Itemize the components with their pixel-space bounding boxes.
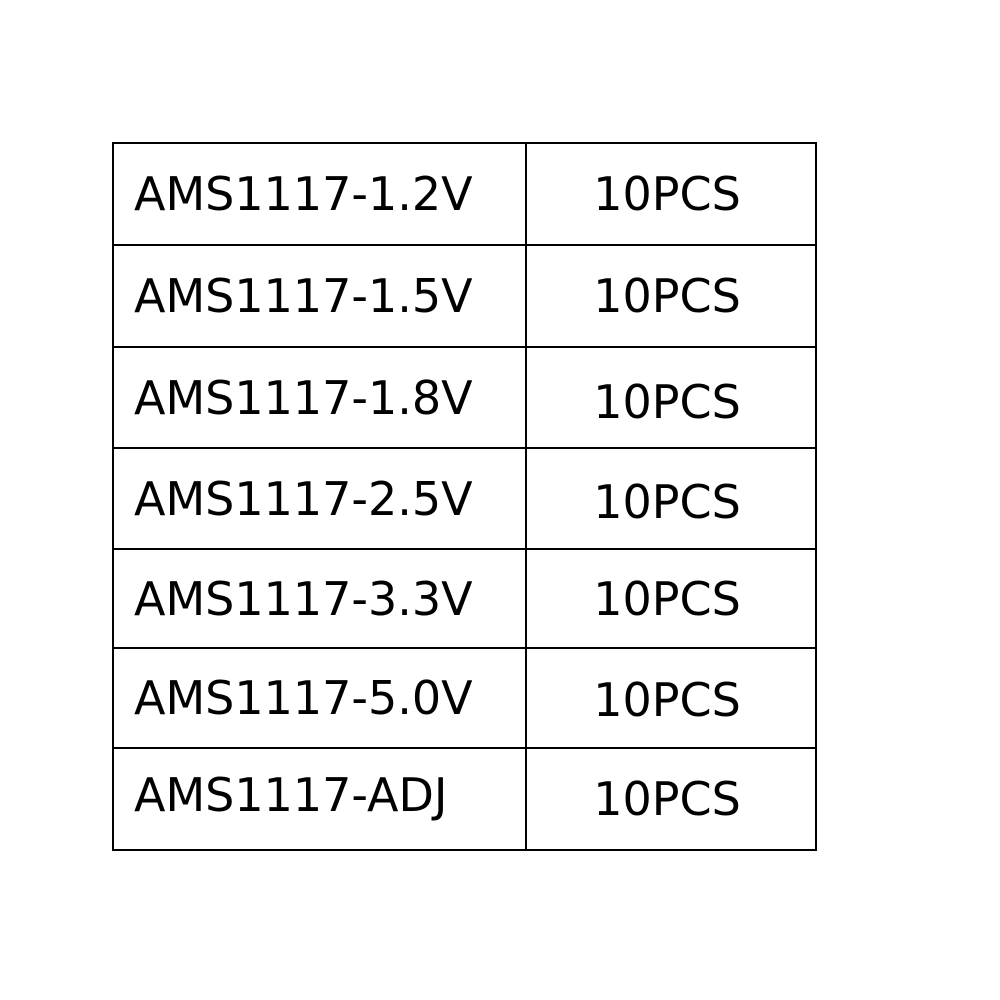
table-row: AMS1117-2.5V 10PCS (114, 449, 815, 550)
quantity-cell: 10PCS (593, 167, 741, 221)
model-cell: AMS1117-1.8V (114, 348, 527, 447)
product-quantity-table: AMS1117-1.2V 10PCS AMS1117-1.5V 10PCS AM… (112, 142, 817, 851)
quantity-cell: 10PCS (593, 673, 741, 727)
table-row: AMS1117-ADJ 10PCS (114, 749, 815, 849)
quantity-cell: 10PCS (593, 374, 741, 429)
quantity-cell: 10PCS (593, 571, 741, 626)
model-cell: AMS1117-1.2V (114, 144, 527, 244)
quantity-cell: 10PCS (593, 269, 741, 323)
model-cell: AMS1117-1.5V (114, 246, 527, 346)
table-row: AMS1117-1.8V 10PCS (114, 348, 815, 449)
table-row: AMS1117-1.2V 10PCS (114, 144, 815, 246)
quantity-cell: 10PCS (593, 772, 741, 826)
model-cell: AMS1117-3.3V (114, 550, 527, 647)
model-cell: AMS1117-ADJ (114, 749, 527, 849)
table-row: AMS1117-3.3V 10PCS (114, 550, 815, 649)
model-cell: AMS1117-2.5V (114, 449, 527, 548)
table-row: AMS1117-5.0V 10PCS (114, 649, 815, 749)
model-cell: AMS1117-5.0V (114, 649, 527, 747)
table-row: AMS1117-1.5V 10PCS (114, 246, 815, 348)
quantity-cell: 10PCS (593, 474, 741, 529)
